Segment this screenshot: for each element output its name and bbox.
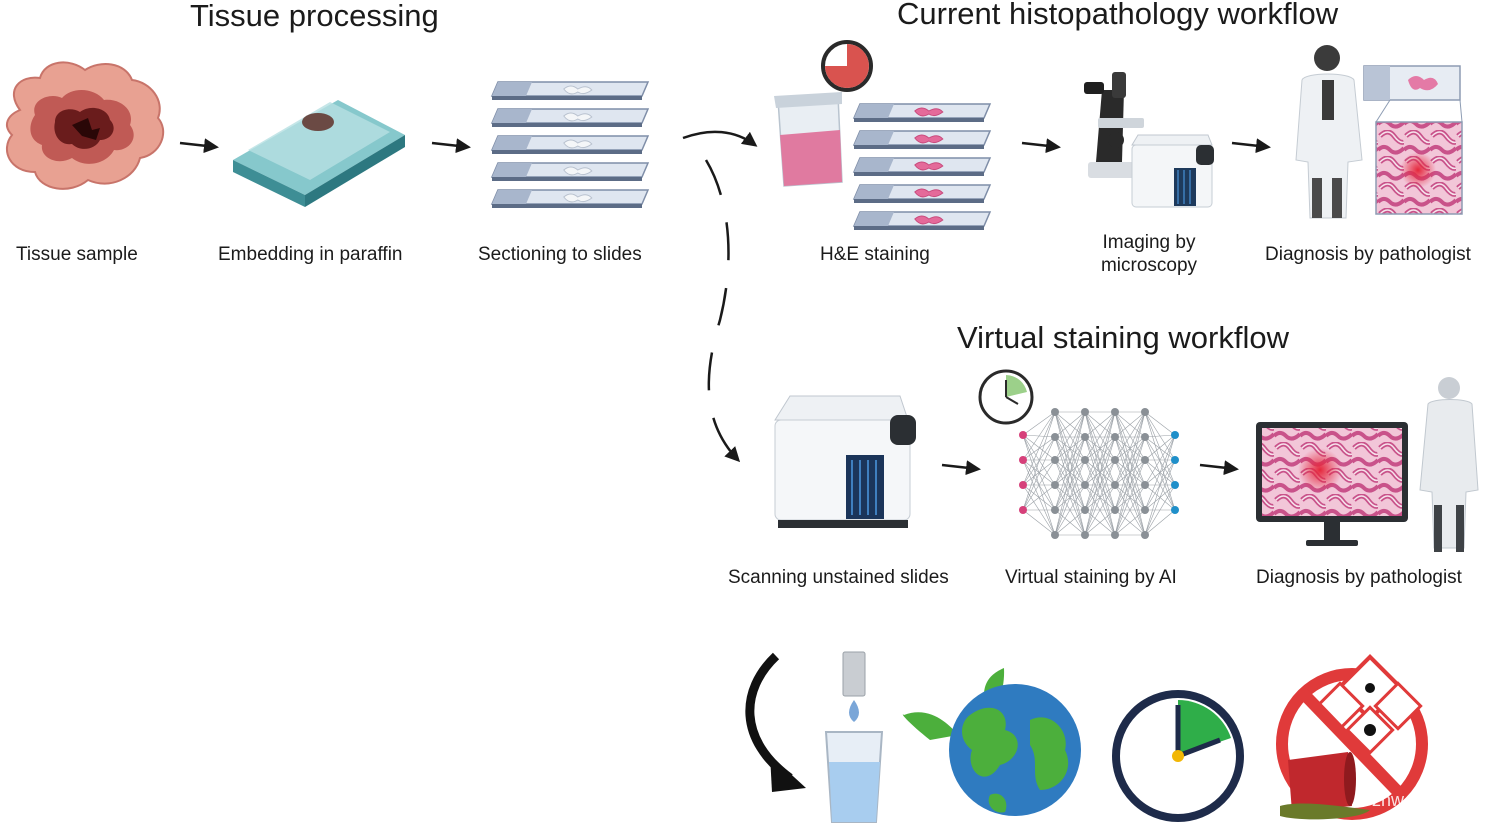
label-sectioning: Sectioning to slides: [478, 244, 642, 265]
network-node: [1019, 431, 1027, 439]
label-diagnosis-virtual: Diagnosis by pathologist: [1256, 567, 1462, 588]
network-node: [1141, 531, 1149, 539]
arrow-1: [179, 138, 219, 154]
neural-network-icon: [1019, 408, 1179, 539]
network-node: [1051, 531, 1059, 539]
arrow-5: [941, 460, 981, 476]
network-node: [1111, 531, 1119, 539]
network-node: [1171, 456, 1179, 464]
unstained-slide: [490, 81, 650, 100]
network-node: [1111, 433, 1119, 441]
network-node: [1111, 456, 1119, 464]
timer-icon: [821, 40, 873, 92]
monitor-icon: [1256, 422, 1408, 546]
arrow-2: [431, 138, 471, 154]
network-node: [1051, 506, 1059, 514]
pathologist-icon: [1295, 45, 1363, 219]
watermark: znw: [1372, 790, 1405, 810]
stained-slide: [852, 157, 992, 176]
benefits-arrow: [745, 652, 793, 782]
network-node: [1019, 481, 1027, 489]
stained-slide: [852, 130, 992, 149]
label-embedding: Embedding in paraffin: [218, 244, 403, 265]
network-node: [1081, 531, 1089, 539]
label-imaging-line2: microscopy: [1100, 255, 1198, 276]
network-node: [1141, 433, 1149, 441]
label-he-staining: H&E staining: [820, 244, 930, 265]
paraffin-block-icon: [233, 100, 405, 207]
unstained-slide: [490, 108, 650, 127]
arrow-4: [1231, 138, 1271, 154]
arrow-6: [1199, 460, 1239, 476]
network-node: [1081, 456, 1089, 464]
label-scanning: Scanning unstained slides: [728, 567, 949, 588]
stained-slide: [852, 184, 992, 203]
network-node: [1141, 408, 1149, 416]
network-node: [1171, 506, 1179, 514]
network-node: [1019, 456, 1027, 464]
benefits-arrowhead: [770, 755, 806, 792]
label-diagnosis-current: Diagnosis by pathologist: [1265, 244, 1471, 265]
title-virtual-workflow: Virtual staining workflow: [957, 320, 1289, 355]
unstained-slide: [490, 189, 650, 208]
unstained-slide: [490, 162, 650, 181]
network-node: [1019, 506, 1027, 514]
network-node: [1051, 456, 1059, 464]
network-node: [1051, 408, 1059, 416]
network-node: [1081, 408, 1089, 416]
title-tissue-processing: Tissue processing: [190, 0, 439, 33]
unstained-slides-icon: [490, 81, 650, 208]
ai-timer-icon: [978, 369, 1034, 425]
network-node: [1051, 433, 1059, 441]
network-node: [1111, 408, 1119, 416]
network-node: [1141, 481, 1149, 489]
network-node: [1081, 506, 1089, 514]
earth-icon: [902, 668, 1081, 816]
pathologist-virtual-icon: [1419, 377, 1479, 552]
network-node: [1081, 481, 1089, 489]
label-virtual-staining: Virtual staining by AI: [1005, 567, 1177, 588]
title-current-workflow: Current histopathology workflow: [897, 0, 1339, 31]
water-glass-icon: [824, 651, 884, 823]
network-node: [1051, 481, 1059, 489]
no-hazardous-chemicals-icon: [1276, 654, 1428, 820]
stained-slide: [852, 211, 992, 230]
unstained-slide: [490, 135, 650, 154]
network-node: [1171, 481, 1179, 489]
slide-scanner-icon: [1131, 134, 1214, 208]
label-imaging: Imaging by microscopy: [1095, 231, 1203, 277]
staining-jar-icon: [774, 92, 843, 187]
clock-icon: [1112, 690, 1244, 822]
tissue-sample-icon: [5, 61, 165, 190]
network-node: [1171, 431, 1179, 439]
arrow-to-he: [682, 130, 758, 147]
network-node: [1141, 506, 1149, 514]
label-tissue-sample: Tissue sample: [16, 244, 138, 265]
network-node: [1111, 481, 1119, 489]
dashed-arrow-to-scanning: [704, 159, 741, 463]
network-node: [1111, 506, 1119, 514]
slide-scanner-large-icon: [774, 395, 916, 528]
network-node: [1141, 456, 1149, 464]
magnified-slide-icon: [1363, 65, 1463, 215]
arrow-3: [1021, 138, 1061, 154]
stained-slide: [852, 103, 992, 122]
label-imaging-line1: Imaging by: [1102, 232, 1196, 253]
stained-slides-icon: [852, 103, 992, 230]
network-node: [1081, 433, 1089, 441]
